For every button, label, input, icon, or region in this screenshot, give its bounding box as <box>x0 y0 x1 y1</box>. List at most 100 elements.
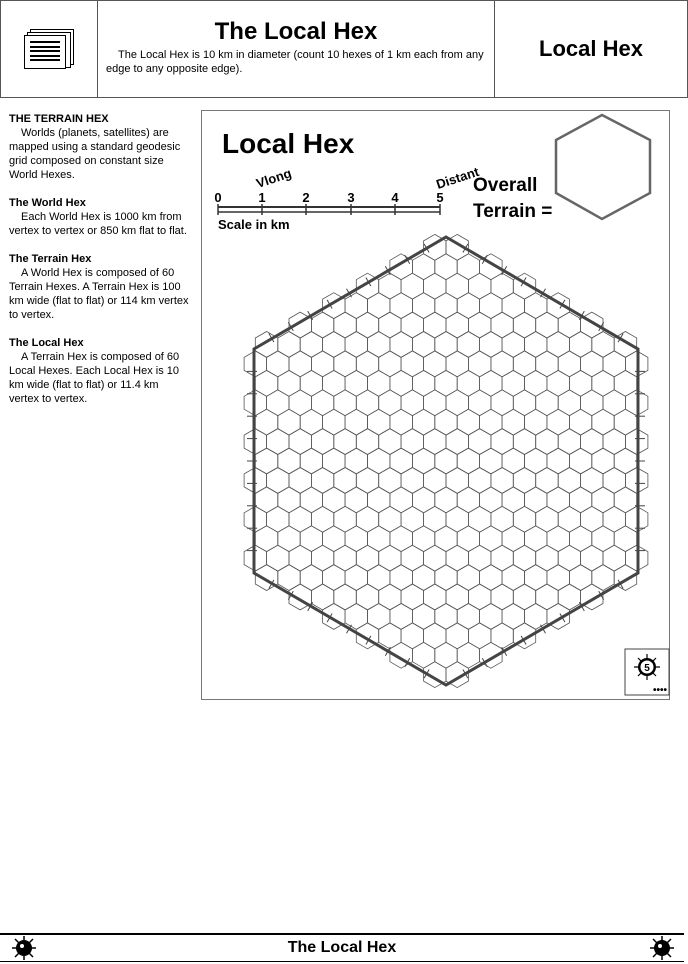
local-hex-cell[interactable] <box>501 369 525 397</box>
local-hex-cell[interactable] <box>479 486 503 514</box>
local-hex-cell[interactable] <box>524 447 548 475</box>
local-hex-cell[interactable] <box>512 428 537 455</box>
local-hex-cell[interactable] <box>344 331 368 358</box>
local-hex-cell[interactable] <box>434 447 458 475</box>
local-hex-cell[interactable] <box>266 544 290 572</box>
local-hex-cell[interactable] <box>423 311 447 339</box>
local-hex-cell[interactable] <box>557 389 582 417</box>
local-hex-cell[interactable] <box>378 428 402 455</box>
local-hex-cell[interactable] <box>557 544 582 572</box>
local-hex-cell[interactable] <box>322 486 346 514</box>
local-hex-cell[interactable] <box>367 447 391 475</box>
local-hex-cell[interactable] <box>277 447 301 475</box>
local-hex-cell[interactable] <box>344 292 368 320</box>
local-hex-cell[interactable] <box>288 505 312 533</box>
local-hex-cell[interactable] <box>524 369 548 397</box>
local-hex-cell[interactable] <box>355 311 380 339</box>
local-hex-cell[interactable] <box>355 467 380 494</box>
local-hex-cell[interactable] <box>580 350 604 378</box>
local-hex-cell[interactable] <box>613 447 638 475</box>
local-hex-cell[interactable] <box>311 467 335 494</box>
local-hex-cell[interactable] <box>378 544 402 572</box>
local-hex-cell[interactable] <box>311 428 335 455</box>
local-hex-cell[interactable] <box>333 389 357 417</box>
local-hex-cell[interactable] <box>311 389 335 417</box>
local-hex-cell[interactable] <box>501 486 525 514</box>
local-hex-cell[interactable] <box>546 564 570 591</box>
local-hex-cell[interactable] <box>266 467 290 494</box>
local-hex-cell[interactable] <box>378 272 402 300</box>
local-hex-cell[interactable] <box>512 389 537 417</box>
local-hex-cell[interactable] <box>467 467 492 494</box>
local-hex-cell[interactable] <box>299 369 323 397</box>
local-hex-cell[interactable] <box>490 311 514 339</box>
local-hex-cell[interactable] <box>423 622 447 650</box>
local-hex-cell[interactable] <box>423 272 447 300</box>
local-hex-cell[interactable] <box>467 428 492 455</box>
local-hex-cell[interactable] <box>434 253 458 281</box>
local-hex-cell[interactable] <box>299 331 323 358</box>
local-hex-cell[interactable] <box>568 331 593 358</box>
local-hex-cell[interactable] <box>467 350 492 378</box>
local-hex-cell[interactable] <box>580 505 604 533</box>
local-hex-cell[interactable] <box>591 331 615 358</box>
local-hex-cell[interactable] <box>568 525 593 553</box>
local-hex-cell[interactable] <box>602 389 626 417</box>
local-hex-cell[interactable] <box>456 602 481 630</box>
local-hex-cell[interactable] <box>546 486 570 514</box>
local-hex-cell[interactable] <box>535 544 559 572</box>
local-hex-cell[interactable] <box>434 641 458 669</box>
local-hex-cell[interactable] <box>288 389 312 417</box>
local-hex-cell[interactable] <box>591 408 615 436</box>
local-hex-cell[interactable] <box>467 583 492 611</box>
local-hex-cell[interactable] <box>333 311 357 339</box>
local-hex-cell[interactable] <box>333 467 357 494</box>
local-hex-cell[interactable] <box>445 505 469 533</box>
local-hex-cell[interactable] <box>288 544 312 572</box>
local-hex-cell[interactable] <box>277 331 301 358</box>
local-hex-cell[interactable] <box>411 447 436 475</box>
local-hex-cell[interactable] <box>411 253 436 281</box>
local-hex-cell[interactable] <box>411 486 436 514</box>
local-hex-cell[interactable] <box>479 641 503 669</box>
local-hex-cell[interactable] <box>580 389 604 417</box>
local-hex-cell[interactable] <box>355 583 380 611</box>
local-hex-cell[interactable] <box>288 467 312 494</box>
local-hex-cell[interactable] <box>266 350 290 378</box>
local-hex-cell[interactable] <box>266 505 290 533</box>
local-hex-cell[interactable] <box>580 544 604 572</box>
local-hex-cell[interactable] <box>333 505 357 533</box>
local-hex-cell[interactable] <box>501 331 525 358</box>
local-hex-cell[interactable] <box>400 311 425 339</box>
local-hex-cell[interactable] <box>580 428 604 455</box>
local-hex-cell[interactable] <box>479 331 503 358</box>
local-hex-cell[interactable] <box>299 447 323 475</box>
local-hex-cell[interactable] <box>400 622 425 650</box>
local-hex-cell[interactable] <box>602 350 626 378</box>
local-hex-cell[interactable] <box>557 350 582 378</box>
local-hex-cell[interactable] <box>277 525 301 553</box>
local-hex-cell[interactable] <box>378 467 402 494</box>
local-hex-cell[interactable] <box>367 292 391 320</box>
local-hex-cell[interactable] <box>546 369 570 397</box>
local-hex-cell[interactable] <box>411 331 436 358</box>
local-hex-cell[interactable] <box>535 350 559 378</box>
local-hex-cell[interactable] <box>591 564 615 591</box>
local-hex-cell[interactable] <box>434 292 458 320</box>
local-hex-cell[interactable] <box>423 544 447 572</box>
local-hex-cell[interactable] <box>524 408 548 436</box>
local-hex-cell[interactable] <box>490 467 514 494</box>
local-hex-cell[interactable] <box>400 505 425 533</box>
local-hex-cell[interactable] <box>400 428 425 455</box>
local-hex-cell[interactable] <box>445 583 469 611</box>
local-hex-cell[interactable] <box>568 408 593 436</box>
local-hex-cell[interactable] <box>434 331 458 358</box>
local-hex-cell[interactable] <box>591 525 615 553</box>
local-hex-cell[interactable] <box>490 389 514 417</box>
local-hex-cell[interactable] <box>378 583 402 611</box>
local-hex-cell[interactable] <box>445 622 469 650</box>
local-hex-cell[interactable] <box>423 389 447 417</box>
local-hex-cell[interactable] <box>580 583 604 611</box>
local-hex-cell[interactable] <box>367 564 391 591</box>
local-hex-cell[interactable] <box>512 311 537 339</box>
